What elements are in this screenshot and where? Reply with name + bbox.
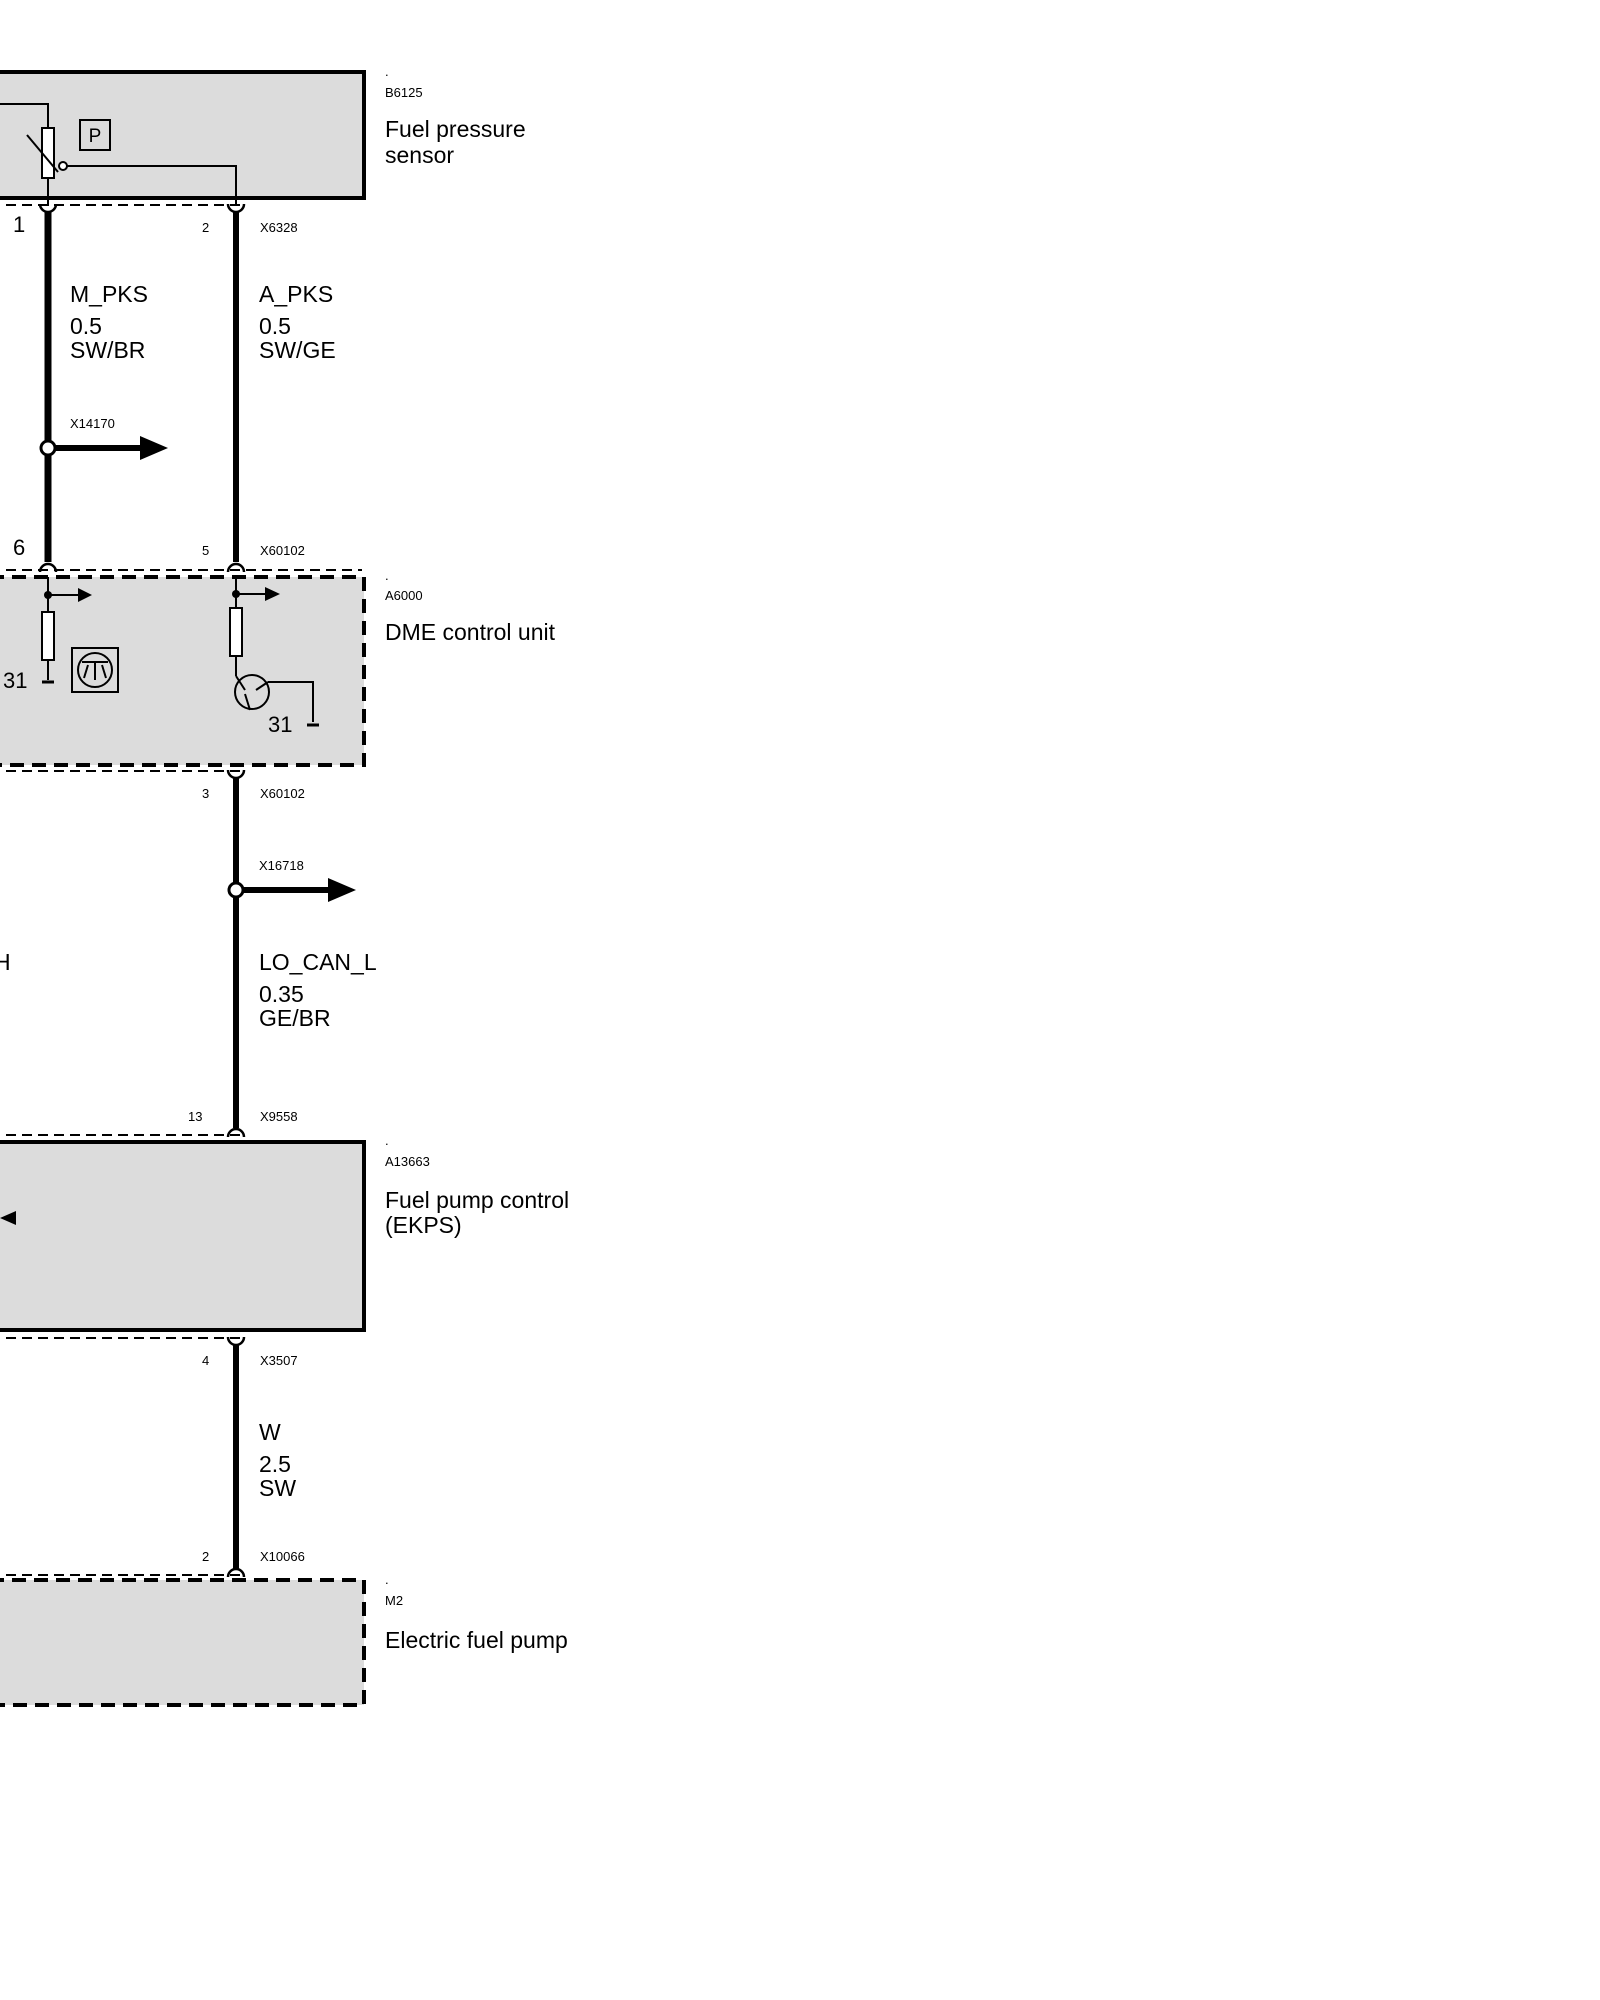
electric-fuel-pump-box: [0, 1578, 366, 1707]
pressure-symbol-label: P: [89, 126, 102, 147]
connector-id: X60102: [260, 543, 305, 558]
wire-name: LO_CAN_L: [259, 949, 377, 975]
transceiver-symbol-circle: [77, 652, 113, 688]
transistor-ground-wire: [268, 681, 314, 722]
connector-x6328[interactable]: 1 2 X6328: [0, 203, 298, 237]
wire-label-w: W 2.5 SW: [259, 1419, 296, 1501]
fuel-pump-control-box: [0, 1140, 366, 1332]
connector-x10066[interactable]: 2 X10066: [0, 1549, 305, 1578]
connector-x3507[interactable]: 4 X3507: [0, 1336, 298, 1368]
wire-name: M_PKS: [70, 281, 148, 307]
transceiver-symbol-diag-1: [83, 664, 89, 679]
wire-color: SW/BR: [70, 337, 145, 363]
fuel-pump-control-arrow-icon: [0, 1211, 16, 1225]
pump-dot: .: [385, 1572, 389, 1587]
pin-cap-right: [226, 562, 246, 573]
wire-label-lo-can-h-partial: H: [0, 949, 11, 975]
transceiver-symbol-box: [71, 647, 119, 693]
splice-arrow-icon: [140, 436, 168, 460]
pin-number: 2: [202, 1549, 209, 1564]
wire-label-lo-can-l: LO_CAN_L 0.35 GE/BR: [259, 949, 377, 1031]
ground-label-right: 31: [268, 712, 292, 737]
wire-gauge: 2.5: [259, 1451, 291, 1477]
dme-name: DME control unit: [385, 619, 556, 645]
wire-label-m-pks: M_PKS 0.5 SW/BR: [70, 281, 148, 363]
connector-id: X3507: [260, 1353, 298, 1368]
pin-cap: [226, 1127, 246, 1138]
pin-cap: [226, 1567, 246, 1578]
fuel-pressure-sensor-box: [0, 70, 366, 200]
dme-resistor-right: [229, 607, 243, 657]
pressure-symbol-box: [79, 119, 111, 151]
connector-id: X9558: [260, 1109, 298, 1124]
wire-color: SW: [259, 1475, 296, 1501]
sensor-internal-wire: [0, 103, 49, 128]
dme-branch-arrow-left-icon: [78, 588, 92, 602]
pump-id: M2: [385, 1593, 403, 1608]
connector-id: X60102: [260, 786, 305, 801]
potentiometer-symbol: [41, 127, 55, 179]
splice-dot: [227, 881, 245, 899]
pin-number-right: 2: [202, 220, 209, 235]
dme-box: [0, 575, 366, 767]
wire-gauge: 0.5: [259, 313, 291, 339]
pin-cap-left: [38, 562, 58, 573]
splice-x14170[interactable]: X14170: [39, 416, 168, 460]
pin-cup-left: [38, 203, 58, 214]
pin-cup-right: [226, 203, 246, 214]
pin-number-left: 1: [13, 212, 25, 237]
connector-x9558[interactable]: 13 X9558: [0, 1109, 298, 1138]
wire-color: GE/BR: [259, 1005, 331, 1031]
dme-branch-arrow-right-icon: [265, 587, 280, 601]
dme-resistor-left: [41, 611, 55, 661]
sensor-dot: .: [385, 64, 389, 79]
fuel-pump-control[interactable]: . A13663 Fuel pump control (EKPS): [0, 1133, 569, 1332]
sensor-name-line1: Fuel pressure: [385, 116, 526, 142]
pin-number-left: 6: [13, 535, 25, 560]
fpc-name-line2: (EKPS): [385, 1212, 462, 1238]
pin-number: 13: [188, 1109, 202, 1124]
potentiometer-arrow: [26, 134, 59, 173]
dme-dot: .: [385, 568, 389, 583]
pin-number: 3: [202, 786, 209, 801]
connector-id: X6328: [260, 220, 298, 235]
dme-id: A6000: [385, 588, 423, 603]
wire-name: W: [259, 1419, 281, 1445]
transistor-emitter: [244, 693, 251, 711]
connector-x60102-bottom[interactable]: 3 X60102: [0, 769, 305, 801]
transistor-circle: [234, 674, 270, 710]
wire-gauge: 0.35: [259, 981, 304, 1007]
splice-x16718[interactable]: X16718: [227, 858, 356, 902]
sensor-internal-wire-right: [67, 165, 237, 206]
splice-dot: [39, 439, 57, 457]
connector-x60102-top[interactable]: 6 5 X60102: [0, 535, 362, 573]
pin-number-right: 5: [202, 543, 209, 558]
wire-label-a-pks: A_PKS 0.5 SW/GE: [259, 281, 336, 363]
splice-arrow-icon: [328, 878, 356, 902]
transceiver-symbol-diag-2: [101, 664, 107, 679]
wire-gauge: 0.5: [70, 313, 102, 339]
fpc-dot: .: [385, 1133, 389, 1148]
pin-cup: [226, 1336, 246, 1347]
transistor-collector: [255, 681, 269, 691]
pin-cup: [226, 769, 246, 780]
sensor-name-line2: sensor: [385, 142, 454, 168]
splice-id: X16718: [259, 858, 304, 873]
dme-control-unit[interactable]: 31 31 . A6000 DME control unit: [0, 568, 556, 767]
transistor-base: [235, 675, 246, 691]
electric-fuel-pump[interactable]: . M2 Electric fuel pump: [0, 1572, 568, 1707]
fpc-name-line1: Fuel pump control: [385, 1187, 569, 1213]
wire-color: SW/GE: [259, 337, 336, 363]
fuel-pressure-sensor[interactable]: P . B6125 Fuel pressure sensor: [0, 64, 526, 206]
splice-id: X14170: [70, 416, 115, 431]
wiper-terminal: [58, 161, 68, 171]
wire-name: A_PKS: [259, 281, 333, 307]
pin-number: 4: [202, 1353, 209, 1368]
sensor-id: B6125: [385, 85, 423, 100]
ground-label-left: 31: [3, 668, 27, 693]
fpc-id: A13663: [385, 1154, 430, 1169]
connector-id: X10066: [260, 1549, 305, 1564]
pump-name: Electric fuel pump: [385, 1627, 568, 1653]
